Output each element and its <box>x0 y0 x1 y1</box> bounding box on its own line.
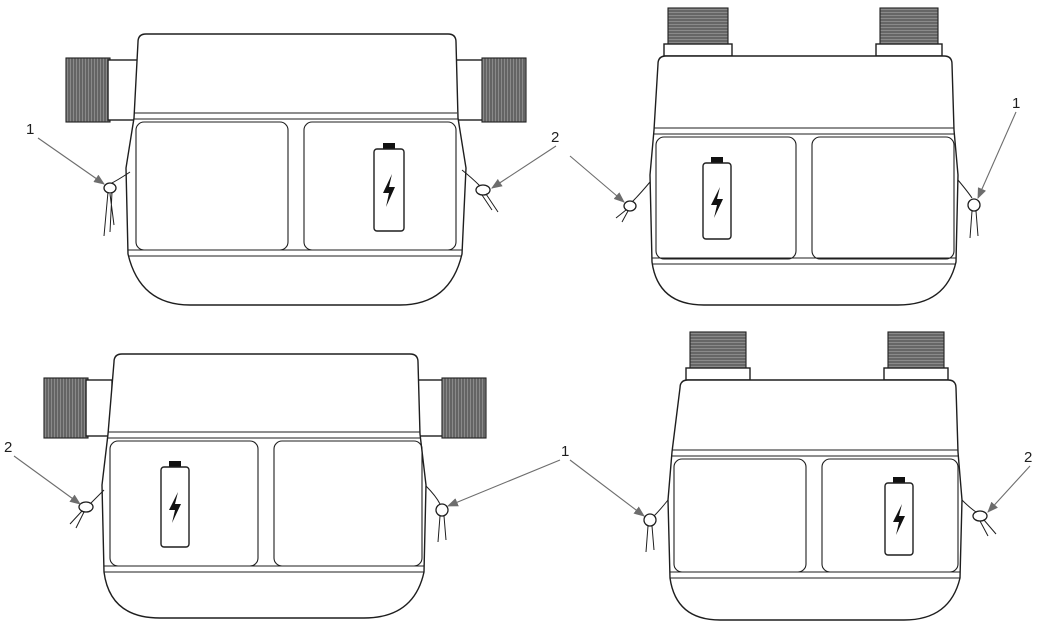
callout-label: 2 <box>551 129 559 146</box>
callout-label: 1 <box>1012 95 1020 112</box>
thread-ridges <box>444 378 485 438</box>
meter-body <box>125 33 467 306</box>
callout-label: 1 <box>561 443 569 460</box>
battery-icon <box>160 461 190 548</box>
battery-icon <box>373 143 405 232</box>
meter-body <box>101 353 427 619</box>
thread-ridges <box>690 334 746 369</box>
thread-ridges <box>46 378 87 438</box>
thread-ridges <box>484 58 525 122</box>
display-panel-right <box>811 136 955 260</box>
display-panel-right <box>821 458 959 573</box>
display-panel-right <box>273 440 423 567</box>
seal-right <box>957 179 981 239</box>
top-pipe-left <box>663 7 733 57</box>
right-pipe <box>455 57 527 123</box>
callout-label: 2 <box>4 439 12 456</box>
lightning-bolt-icon <box>711 187 723 218</box>
display-panel-left <box>655 136 797 260</box>
right-pipe <box>415 377 487 439</box>
display-panel-left <box>673 458 807 573</box>
meter-body <box>667 379 963 621</box>
battery-icon <box>884 477 914 556</box>
seal-left <box>69 489 105 529</box>
top-pipe-left <box>685 331 751 381</box>
top-pipe-right <box>875 7 943 57</box>
left-pipe <box>43 377 113 439</box>
display-panel-left <box>135 121 289 251</box>
seal-right <box>425 485 449 543</box>
meter-top-right: 1 <box>569 7 1020 306</box>
meter-top-left: 1 2 <box>26 33 559 306</box>
display-panel-left <box>109 440 259 567</box>
seal-left <box>643 499 669 553</box>
battery-icon <box>702 157 732 240</box>
top-pipe-right <box>883 331 949 381</box>
callout-label: 1 <box>26 121 34 138</box>
lightning-bolt-icon <box>383 174 395 207</box>
meter-bottom-right: 1 2 <box>561 331 1032 621</box>
seal-left <box>103 171 131 237</box>
callout-label: 2 <box>1024 449 1032 466</box>
display-panel-right <box>303 121 457 251</box>
meter-bottom-left: 2 <box>4 353 561 619</box>
thread-ridges <box>888 334 944 369</box>
seal-right <box>961 499 997 537</box>
left-pipe <box>65 57 139 123</box>
lightning-bolt-icon <box>893 504 905 535</box>
lightning-bolt-icon <box>169 492 181 523</box>
meter-body <box>649 55 959 306</box>
seal-right <box>461 169 499 213</box>
seal-left <box>615 181 651 223</box>
